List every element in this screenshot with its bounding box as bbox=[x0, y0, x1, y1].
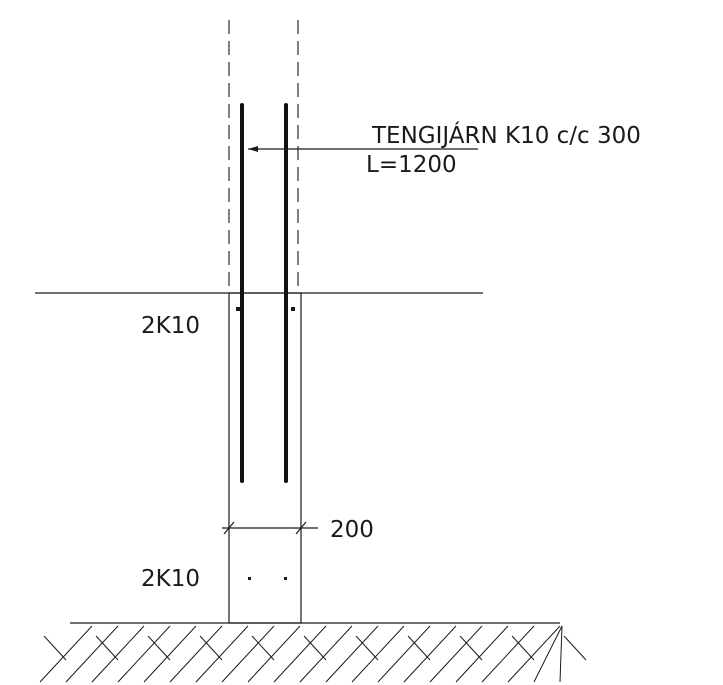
rebar-top-label: 2K10 bbox=[141, 313, 200, 339]
hatch-line bbox=[511, 635, 535, 661]
hatch-line bbox=[303, 635, 327, 661]
hatch-line bbox=[117, 625, 171, 683]
hatch-line bbox=[299, 625, 353, 683]
width-dimension-tick-right bbox=[295, 521, 307, 535]
hatch-line bbox=[195, 625, 249, 683]
hatch-line bbox=[169, 625, 223, 683]
rebar-bottom-label: 2K10 bbox=[141, 566, 200, 592]
hatch-line bbox=[403, 625, 457, 683]
hatch-line bbox=[407, 635, 431, 661]
hatch-line bbox=[559, 625, 563, 683]
hatch-line bbox=[455, 625, 509, 683]
earth-hatch bbox=[39, 625, 587, 683]
hatch-line bbox=[39, 625, 93, 683]
hatch-line bbox=[251, 635, 275, 661]
hatch-line bbox=[91, 625, 145, 683]
width-dimension-tick-left bbox=[223, 521, 235, 535]
hatch-line bbox=[377, 625, 431, 683]
hatch-line bbox=[507, 625, 561, 683]
rebar-dot-top-left bbox=[236, 307, 240, 311]
hatch-line bbox=[199, 635, 223, 661]
dowel-length-label: L=1200 bbox=[366, 152, 457, 178]
hatch-line bbox=[65, 625, 119, 683]
hatch-line bbox=[143, 625, 197, 683]
rebar-dot-bottom-left bbox=[248, 577, 251, 580]
hatch-line bbox=[325, 625, 379, 683]
hatch-line bbox=[247, 625, 301, 683]
hatch-line bbox=[355, 635, 379, 661]
width-dimension-label: 200 bbox=[330, 517, 374, 543]
hatch-line bbox=[351, 625, 405, 683]
dowel-note-label: TENGIJÁRN K10 c/c 300 bbox=[371, 121, 641, 149]
rebar-dot-bottom-right bbox=[284, 577, 287, 580]
hatch-line bbox=[563, 635, 587, 661]
dowel-leader-arrow bbox=[248, 146, 258, 152]
hatch-line bbox=[221, 625, 275, 683]
hatch-line bbox=[273, 625, 327, 683]
hatch-line bbox=[43, 635, 67, 661]
hatch-line bbox=[147, 635, 171, 661]
rebar-dot-top-right bbox=[291, 307, 295, 311]
hatch-line bbox=[429, 625, 483, 683]
foundation-wall bbox=[228, 292, 302, 624]
hatch-line bbox=[533, 625, 563, 683]
hatch-line bbox=[459, 635, 483, 661]
hatch-line bbox=[95, 635, 119, 661]
hatch-line bbox=[481, 625, 535, 683]
